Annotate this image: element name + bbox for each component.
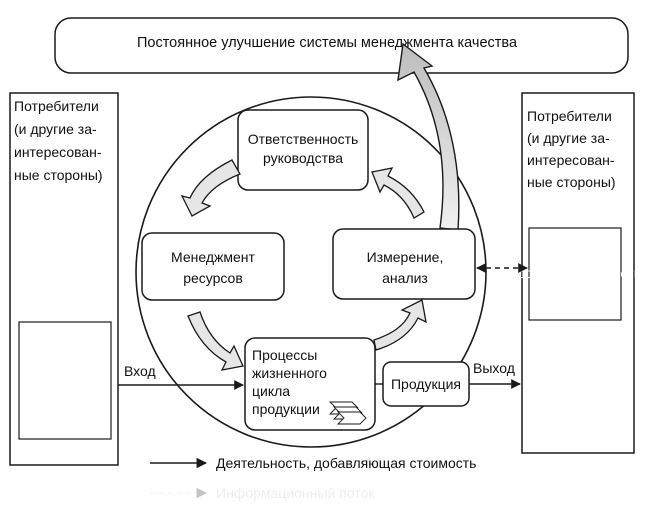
- measurement-analysis-line: анализ: [382, 270, 428, 286]
- management-responsibility-line: руководства: [263, 150, 343, 166]
- legend-value-adding-label: Деятельность, добавляющая стоимость: [216, 455, 476, 471]
- cycle-arrow-resources-to-realization: [187, 311, 244, 371]
- right-customers-line: интересован-: [527, 152, 615, 168]
- left-customers-line: интересован-: [14, 144, 102, 160]
- documents-stack-icon: [328, 401, 367, 425]
- product-label: Продукция: [391, 376, 461, 392]
- right-customers-line: (и другие за-: [527, 130, 610, 146]
- left-customers-line: ные стороны): [14, 167, 103, 183]
- requirements-label: Требо-вания: [24, 373, 106, 389]
- right-customers-line: ные стороны): [527, 174, 616, 190]
- output-label: Выход: [473, 360, 515, 376]
- management-responsibility-box: [237, 109, 369, 191]
- resource-management-line: Менеджмент: [171, 249, 255, 265]
- legend-information-flow-label: Информационный поток: [216, 485, 375, 501]
- continual-improvement-arrow: [397, 42, 460, 231]
- continual-improvement-banner: [54, 17, 629, 74]
- input-label: Вход: [124, 363, 156, 379]
- measurement-analysis-line: Измерение,: [367, 249, 444, 265]
- left-customers-line: (и другие за-: [14, 121, 97, 137]
- cycle-arrow-measurement-to-responsibility: [371, 167, 425, 219]
- product-realization-line: Процессы: [252, 347, 317, 363]
- cycle-arrow-responsibility-to-resources: [180, 159, 241, 217]
- satisfaction-box: [528, 227, 622, 321]
- cycle-arrow-realization-to-measurement: [373, 299, 427, 351]
- right-customers-line: Потребители: [527, 108, 612, 124]
- requirements-box: [18, 321, 112, 440]
- resource-management-box: [141, 232, 285, 301]
- product-realization-line: цикла: [252, 383, 290, 399]
- product-realization-line: продукции: [252, 401, 320, 417]
- resource-management-line: ресурсов: [183, 270, 243, 286]
- continual-improvement-label: Постоянное улучшение системы менеджмента…: [137, 35, 518, 51]
- product-realization-line: жизненного: [252, 365, 327, 381]
- left-customers-line: Потребители: [14, 98, 99, 114]
- satisfaction-label: Удовлетво-ренность: [509, 265, 641, 281]
- management-responsibility-line: Ответственность: [248, 131, 359, 147]
- measurement-analysis-box: [332, 228, 476, 300]
